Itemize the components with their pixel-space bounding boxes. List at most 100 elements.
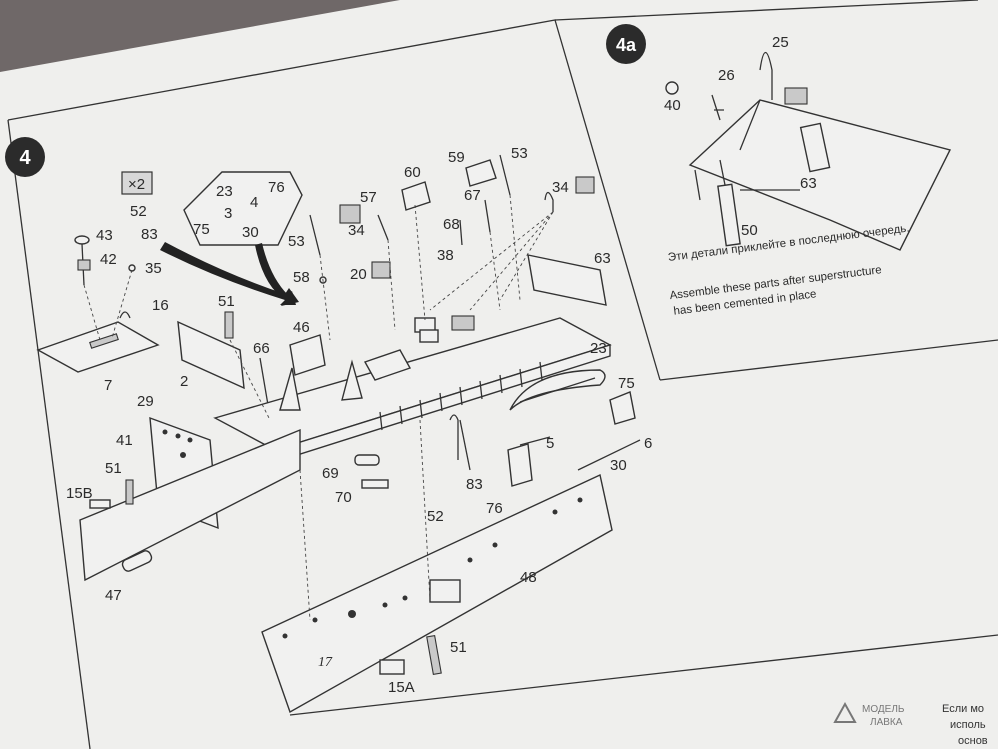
label-30: 30 bbox=[610, 457, 627, 474]
part-83 bbox=[459, 419, 471, 471]
callout-arrow-2 bbox=[255, 243, 296, 305]
panel-63 bbox=[527, 254, 607, 306]
label-35: 35 bbox=[145, 260, 162, 277]
label-66: 66 bbox=[253, 340, 270, 357]
label-51-top: 51 bbox=[218, 293, 235, 310]
part-59 bbox=[465, 159, 497, 187]
part-26-sketch bbox=[711, 94, 724, 121]
rail-25-sketch bbox=[759, 51, 773, 100]
callout-4: 4 bbox=[250, 194, 258, 211]
brand-logo-icon bbox=[833, 701, 857, 723]
step-4-badge: 4 bbox=[5, 137, 45, 177]
callout-30: 30 bbox=[242, 224, 259, 241]
label-16: 16 bbox=[152, 297, 169, 314]
part-66 bbox=[259, 357, 269, 406]
part-15a bbox=[379, 659, 405, 675]
inset-top-border bbox=[554, 0, 979, 21]
part-5 bbox=[519, 436, 551, 446]
label-51-lower: 51 bbox=[450, 639, 467, 656]
svg-text:4a: 4a bbox=[616, 35, 637, 55]
part-70 bbox=[361, 479, 389, 489]
label-60: 60 bbox=[404, 164, 421, 181]
label-25: 25 bbox=[772, 34, 789, 51]
part-51-left bbox=[125, 479, 134, 505]
label-29: 29 bbox=[137, 393, 154, 410]
vent-right bbox=[341, 359, 363, 401]
label-38: 38 bbox=[437, 247, 454, 264]
part-76 bbox=[507, 443, 533, 487]
part-34-mast bbox=[377, 214, 389, 241]
label-15b: 15B bbox=[66, 485, 93, 502]
footer-text-line2: исполь bbox=[950, 719, 986, 731]
label-63: 63 bbox=[594, 250, 611, 267]
part-47 bbox=[121, 550, 153, 572]
label-68: 68 bbox=[443, 216, 460, 233]
multiplier-label: ×2 bbox=[128, 176, 145, 193]
callout-23: 23 bbox=[216, 183, 233, 200]
label-75: 75 bbox=[618, 375, 635, 392]
label-46: 46 bbox=[293, 319, 310, 336]
part-53-mast-right bbox=[499, 154, 511, 196]
part-43-42 bbox=[74, 235, 91, 286]
label-20: 20 bbox=[350, 266, 367, 283]
part-15b bbox=[89, 499, 111, 509]
brand-watermark: МОДЕЛЬ ЛАВКА bbox=[833, 701, 905, 728]
callout-polygon bbox=[183, 171, 303, 246]
label-41: 41 bbox=[116, 432, 133, 449]
label-40: 40 bbox=[664, 97, 681, 114]
callout-arrow-1 bbox=[160, 242, 299, 306]
label-83: 83 bbox=[141, 226, 158, 243]
brand-name-line1: МОДЕЛЬ bbox=[862, 704, 905, 715]
assembly-guides bbox=[229, 194, 554, 621]
part-34-box bbox=[575, 176, 595, 194]
label-47: 47 bbox=[105, 587, 122, 604]
hull-portholes bbox=[282, 497, 583, 639]
ladder-50-sketch bbox=[717, 183, 741, 247]
label-59: 59 bbox=[448, 149, 465, 166]
label-5: 5 bbox=[546, 435, 554, 452]
label-6: 6 bbox=[644, 435, 652, 452]
door-sketch bbox=[799, 122, 831, 173]
footer-text-line1: Если мо bbox=[942, 703, 984, 715]
part-51-top bbox=[224, 311, 234, 339]
brand-name-line2: ЛАВКА bbox=[870, 717, 903, 728]
label-67: 67 bbox=[464, 187, 481, 204]
label-69: 69 bbox=[322, 465, 339, 482]
davit-75 bbox=[609, 391, 636, 425]
part-40-sketch bbox=[665, 81, 679, 95]
part-67 bbox=[484, 199, 491, 233]
part-46-box bbox=[289, 334, 326, 376]
label-48: 48 bbox=[520, 569, 537, 586]
superstructure-sketch bbox=[688, 99, 952, 251]
part-cabin bbox=[363, 349, 412, 381]
main-panel-bottom-border bbox=[289, 634, 998, 716]
label-70: 70 bbox=[335, 489, 352, 506]
label-51-left: 51 bbox=[105, 460, 122, 477]
panel-2 bbox=[177, 320, 245, 390]
label-53-left: 53 bbox=[288, 233, 305, 250]
label-52-lower: 52 bbox=[427, 508, 444, 525]
label-34-right: 34 bbox=[552, 179, 569, 196]
main-panel-left-border bbox=[7, 119, 91, 749]
label-15a: 15A bbox=[388, 679, 415, 696]
part-57-box bbox=[339, 204, 361, 224]
lifeboat-23 bbox=[509, 369, 606, 411]
hull-hatch bbox=[429, 579, 461, 603]
deck-plate-7 bbox=[36, 321, 160, 373]
label-42: 42 bbox=[100, 251, 117, 268]
vent-left bbox=[279, 367, 301, 411]
roof-box-sketch bbox=[784, 87, 808, 105]
deck-number-17: 17 bbox=[318, 655, 333, 670]
callout-75: 75 bbox=[193, 221, 210, 238]
multiplier-box: ×2 bbox=[121, 171, 153, 195]
svg-text:4: 4 bbox=[19, 147, 31, 169]
inset-4a-drawing bbox=[665, 51, 952, 251]
part-box-c bbox=[451, 315, 475, 331]
part-52-rail bbox=[449, 414, 459, 460]
label-34-left: 34 bbox=[348, 222, 365, 239]
part-53-mast bbox=[309, 214, 321, 256]
label-52: 52 bbox=[130, 203, 147, 220]
label-43: 43 bbox=[96, 227, 113, 244]
label-83-lower: 83 bbox=[466, 476, 483, 493]
